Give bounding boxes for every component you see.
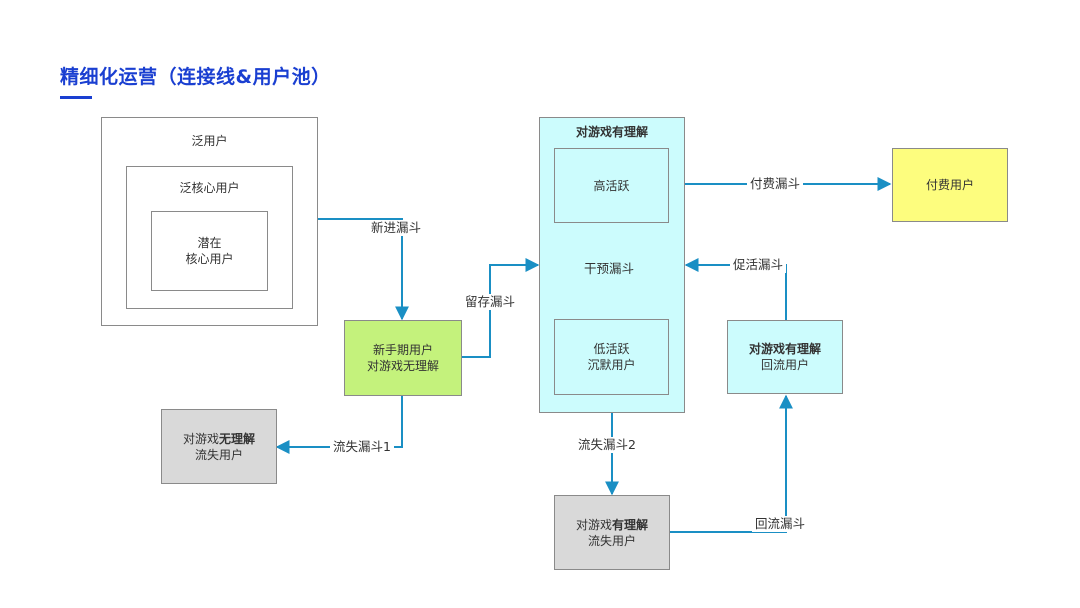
- returning-users-line1: 对游戏有理解: [748, 342, 822, 356]
- potential-core-users-line2: 核心用户: [185, 252, 234, 266]
- general-core-users-label: 泛核心用户: [179, 181, 240, 195]
- lost-no-understanding-line2: 流失用户: [194, 447, 243, 462]
- potential-core-users-line1: 潜在: [197, 236, 222, 250]
- funnel-label-payment: 付费漏斗: [747, 176, 804, 192]
- returning-users-line2: 回流用户: [760, 358, 809, 372]
- funnel-label-new-entry: 新进漏斗: [368, 220, 425, 236]
- arrow-churn1: [275, 396, 403, 454]
- lost-no-understanding-line1: 对游戏无理解: [182, 431, 256, 446]
- lost-no-understanding-box: 对游戏无理解 流失用户: [161, 409, 277, 484]
- low-active-line2: 沉默用户: [587, 358, 636, 372]
- paying-users-label: 付费用户: [925, 178, 974, 192]
- arrow-retention: [462, 258, 540, 358]
- lost-with-understanding-line2: 流失用户: [587, 533, 636, 548]
- potential-core-users-box: 潜在 核心用户: [151, 211, 268, 291]
- funnel-label-return: 回流漏斗: [752, 516, 809, 532]
- arrow-new-entry: [318, 218, 409, 321]
- high-active-box: 高活跃: [554, 148, 669, 223]
- lost-with-understanding-box: 对游戏有理解 流失用户: [554, 495, 670, 570]
- newbie-users-line2: 对游戏无理解: [366, 359, 439, 373]
- funnel-label-intervention: 干预漏斗: [581, 261, 638, 277]
- funnel-label-reactivation: 促活漏斗: [730, 257, 787, 273]
- title-underline: [60, 96, 92, 99]
- newbie-users-box: 新手期用户 对游戏无理解: [344, 320, 462, 396]
- understands-game-label: 对游戏有理解: [575, 125, 648, 139]
- funnel-label-churn1: 流失漏斗1: [330, 439, 394, 455]
- newbie-users-line1: 新手期用户: [372, 343, 433, 357]
- low-active-box: 低活跃 沉默用户: [554, 319, 669, 395]
- arrow-return: [670, 394, 793, 533]
- lost-with-understanding-line1: 对游戏有理解: [575, 517, 649, 532]
- paying-users-box: 付费用户: [892, 148, 1008, 222]
- returning-users-box: 对游戏有理解 回流用户: [727, 320, 843, 394]
- low-active-line1: 低活跃: [593, 342, 630, 356]
- funnel-label-churn2: 流失漏斗2: [575, 437, 639, 453]
- funnel-label-retention: 留存漏斗: [462, 294, 519, 310]
- page-title: 精细化运营（连接线&用户池）: [60, 66, 331, 88]
- general-users-label: 泛用户: [191, 134, 228, 148]
- arrow-reactivation: [684, 258, 787, 320]
- high-active-label: 高活跃: [593, 178, 630, 193]
